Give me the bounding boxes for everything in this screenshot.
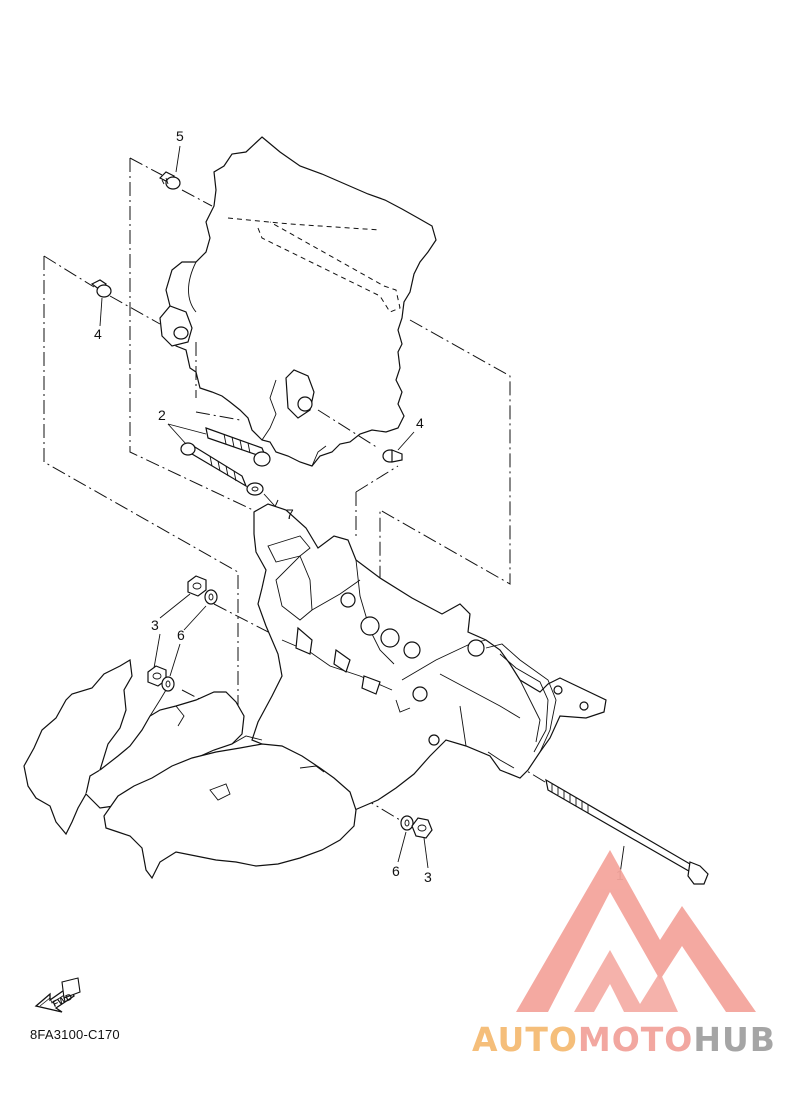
bolt-part-4-right [382, 431, 415, 463]
bolt-part-4-left [90, 279, 112, 327]
forward-arrow-icon: FWD [34, 977, 81, 1013]
callout-7: 7 [286, 506, 294, 522]
engine-mount-boss-left [159, 305, 193, 347]
brand-auto: AUTO [472, 1020, 578, 1059]
frame-bracket [251, 503, 607, 813]
through-bolt-part-1 [545, 778, 709, 885]
engine-mount-boss-right [285, 369, 315, 419]
bolt-part-2 [167, 423, 271, 488]
fwd-label: FWD [51, 991, 74, 1009]
washer-part-6-lower-right [397, 815, 414, 863]
engine-outline [165, 136, 437, 467]
watermark-brand: AUTOMOTOHUB [472, 1020, 776, 1059]
callout-4-right: 4 [416, 415, 424, 431]
nut-part-3-upper [187, 575, 207, 597]
bolt-part-5 [158, 145, 181, 190]
brand-hub: HUB [693, 1020, 776, 1059]
callout-5: 5 [176, 128, 184, 144]
leader-lines-3-6-left [153, 593, 207, 677]
callout-3-right: 3 [424, 869, 432, 885]
brand-moto: MOTO [577, 1020, 694, 1059]
callout-6-right: 6 [392, 863, 400, 879]
callout-3-left: 3 [151, 617, 159, 633]
callout-4-left: 4 [94, 326, 102, 342]
lower-guard-plates [23, 659, 357, 880]
watermark-logo-icon [516, 850, 756, 1012]
nut-part-3-lower-right [411, 817, 433, 869]
part-code: 8FA3100-C170 [30, 1027, 120, 1042]
washer-part-6-upper [204, 589, 218, 605]
washer-part-6-lower [161, 676, 175, 692]
callout-6-left: 6 [177, 627, 185, 643]
callout-2: 2 [158, 407, 166, 423]
